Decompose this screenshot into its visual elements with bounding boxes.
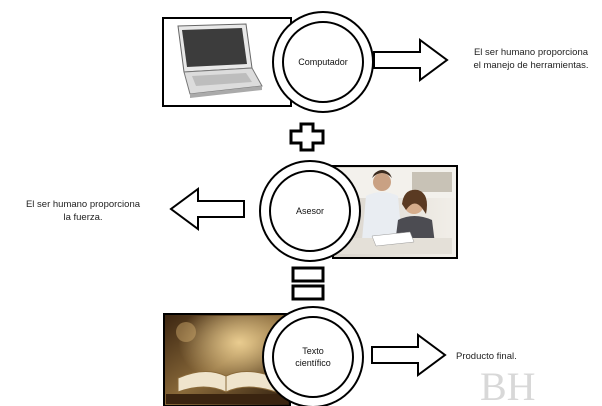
- plus-sign: [289, 122, 325, 152]
- left-arrow: [169, 187, 245, 231]
- text-label-line2: científico: [295, 358, 331, 368]
- computer-note: El ser humano proporciona el manejo de h…: [473, 47, 589, 71]
- computer-circle-inner: [282, 21, 364, 103]
- text-note: Producto final.: [456, 351, 517, 362]
- text-circle-inner: [272, 316, 354, 398]
- equals-sign: [291, 266, 325, 301]
- open-book-photo: [166, 316, 288, 404]
- advisor-note: El ser humano proporciona la fuerza.: [25, 199, 141, 223]
- computer-label: Computador: [298, 57, 348, 67]
- advisor-circle-inner: [269, 170, 351, 252]
- watermark: BH: [480, 364, 536, 406]
- text-label-line1: Texto: [302, 346, 324, 356]
- right-arrow-1: [373, 38, 449, 82]
- text-node: Texto científico: [163, 306, 364, 406]
- advisor-node: Asesor: [259, 160, 458, 262]
- computer-node: Computador: [162, 11, 374, 113]
- advisor-label: Asesor: [296, 206, 324, 216]
- laptop-icon: [177, 23, 263, 98]
- right-arrow-3: [371, 333, 447, 377]
